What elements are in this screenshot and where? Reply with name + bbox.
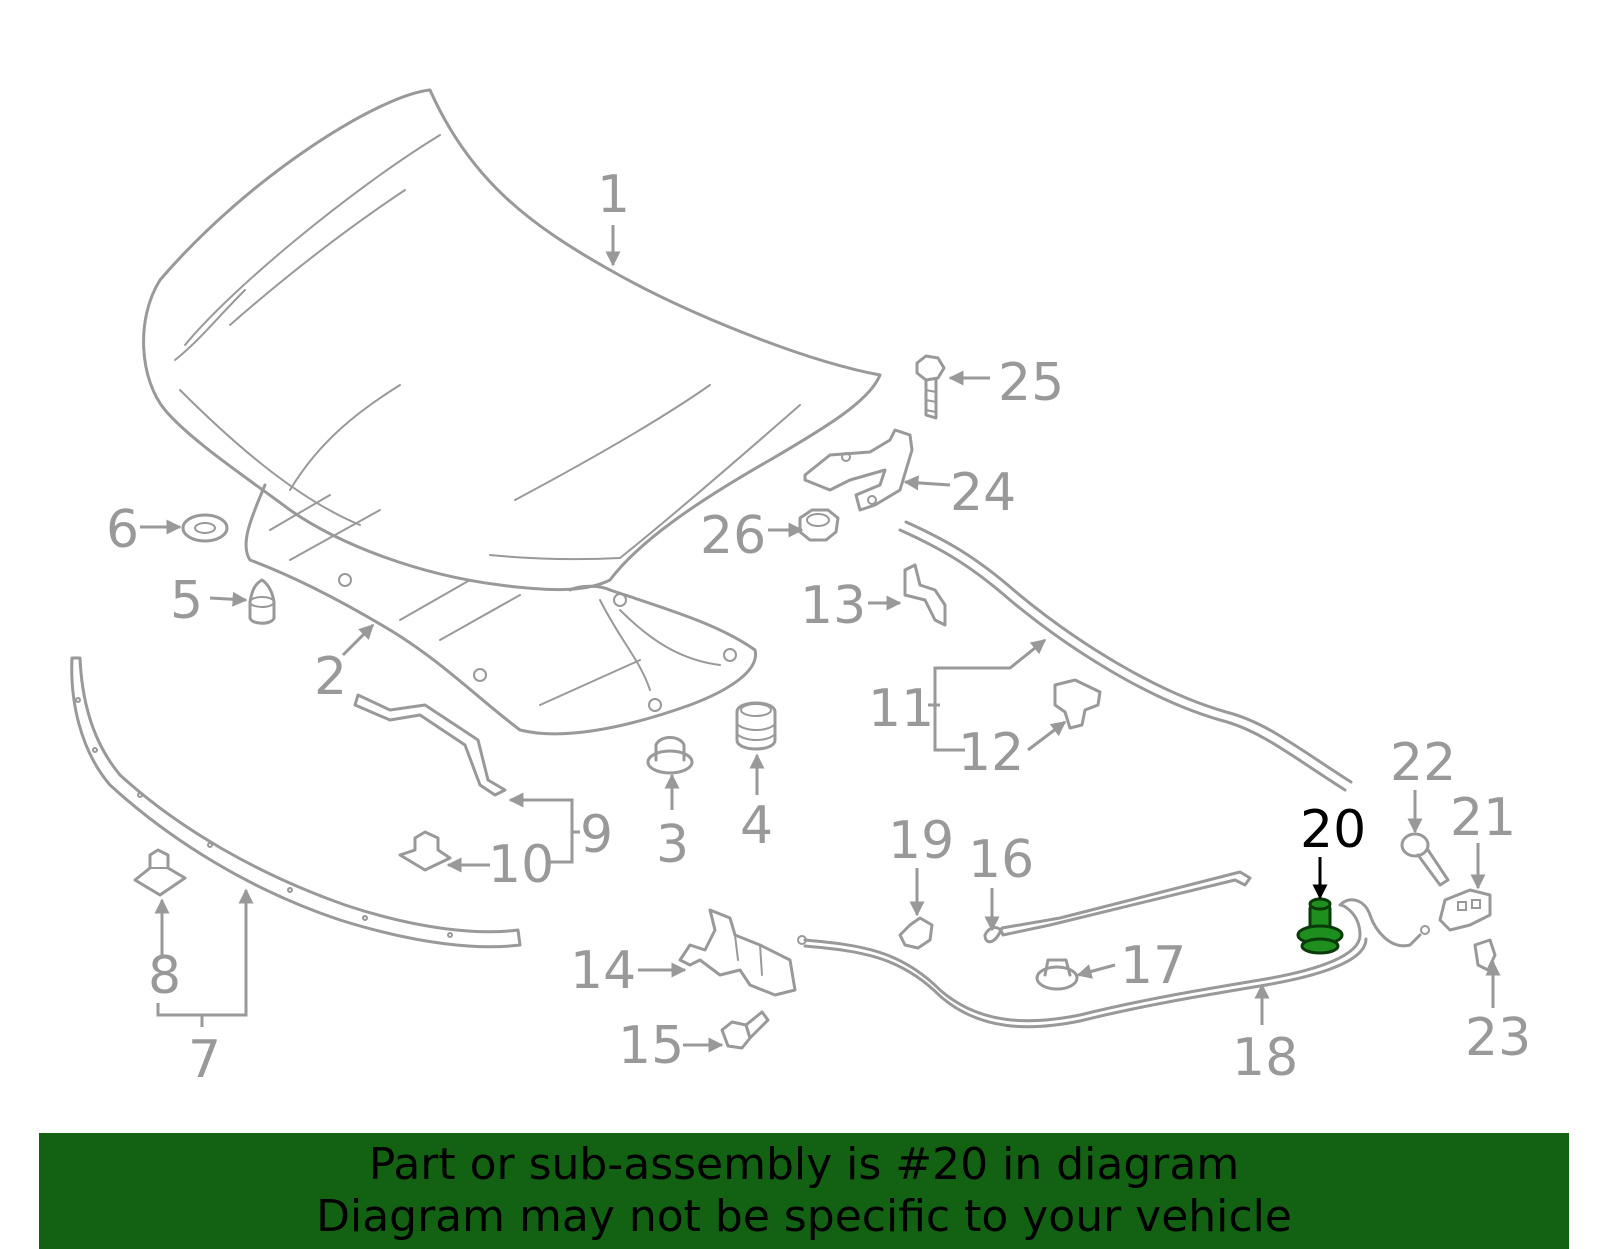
- banner-line-1: Part or sub-assembly is #20 in diagram: [368, 1139, 1240, 1190]
- screw-part-22: [1400, 832, 1450, 887]
- grommet-part-17: [1035, 958, 1079, 991]
- bumper-stop-part-5: [248, 578, 276, 625]
- callout-9: 9: [580, 805, 613, 865]
- nut-part-26: [798, 508, 840, 542]
- seal-part-11: [898, 520, 1353, 792]
- bracket-part-13: [903, 563, 947, 627]
- clip-part-10: [398, 830, 452, 872]
- callout-15: 15: [618, 1016, 684, 1076]
- callout-5: 5: [170, 571, 203, 631]
- latch-part-14: [678, 908, 797, 997]
- callout-26: 26: [700, 506, 766, 566]
- bump-rubber-part-4: [735, 701, 777, 751]
- callout-1: 1: [597, 165, 630, 225]
- callout-11: 11: [868, 679, 934, 739]
- callout-17: 17: [1120, 936, 1186, 996]
- hood-frame-part-2: [244, 483, 757, 736]
- callout-24: 24: [950, 463, 1016, 523]
- cable-part-18: [797, 898, 1430, 1029]
- callout-23: 23: [1465, 1008, 1531, 1068]
- callout-20: 20: [1300, 800, 1366, 860]
- clip-part-12: [1053, 678, 1102, 730]
- clip-part-8: [133, 848, 187, 897]
- clip-part-19: [898, 916, 934, 950]
- callout-8: 8: [148, 946, 181, 1006]
- highlighted-part-20: [1296, 897, 1344, 955]
- callout-13: 13: [800, 576, 866, 636]
- strip-part-9: [353, 693, 507, 797]
- info-banner: Part or sub-assembly is #20 in diagram D…: [39, 1133, 1569, 1249]
- weatherstrip-part-7: [70, 656, 522, 949]
- callout-16: 16: [968, 830, 1034, 890]
- callout-14: 14: [570, 941, 636, 1001]
- grommet-part-3: [646, 736, 694, 775]
- callout-22: 22: [1390, 733, 1456, 793]
- release-handle-part-21: [1438, 888, 1492, 932]
- banner-line-2: Diagram may not be specific to your vehi…: [316, 1191, 1292, 1242]
- callout-12: 12: [958, 723, 1024, 783]
- callout-10: 10: [488, 835, 554, 895]
- callout-25: 25: [998, 353, 1064, 413]
- callout-labels: 1 2 3 4 5 6 7 8 9 10 11 12 13 14 15 16 1…: [106, 165, 1531, 1090]
- callout-6: 6: [106, 500, 139, 560]
- hinge-part-24: [803, 428, 914, 512]
- leader-lines: [140, 225, 1501, 1053]
- callout-19: 19: [888, 811, 954, 871]
- callout-18: 18: [1232, 1028, 1298, 1088]
- washer-part-6: [181, 513, 229, 543]
- callout-3: 3: [656, 815, 689, 875]
- bolt-part-15: [720, 1010, 770, 1050]
- callout-2: 2: [314, 647, 347, 707]
- callout-4: 4: [740, 796, 773, 856]
- callout-21: 21: [1450, 788, 1516, 848]
- callout-7: 7: [188, 1030, 221, 1090]
- bolt-part-25: [915, 354, 946, 420]
